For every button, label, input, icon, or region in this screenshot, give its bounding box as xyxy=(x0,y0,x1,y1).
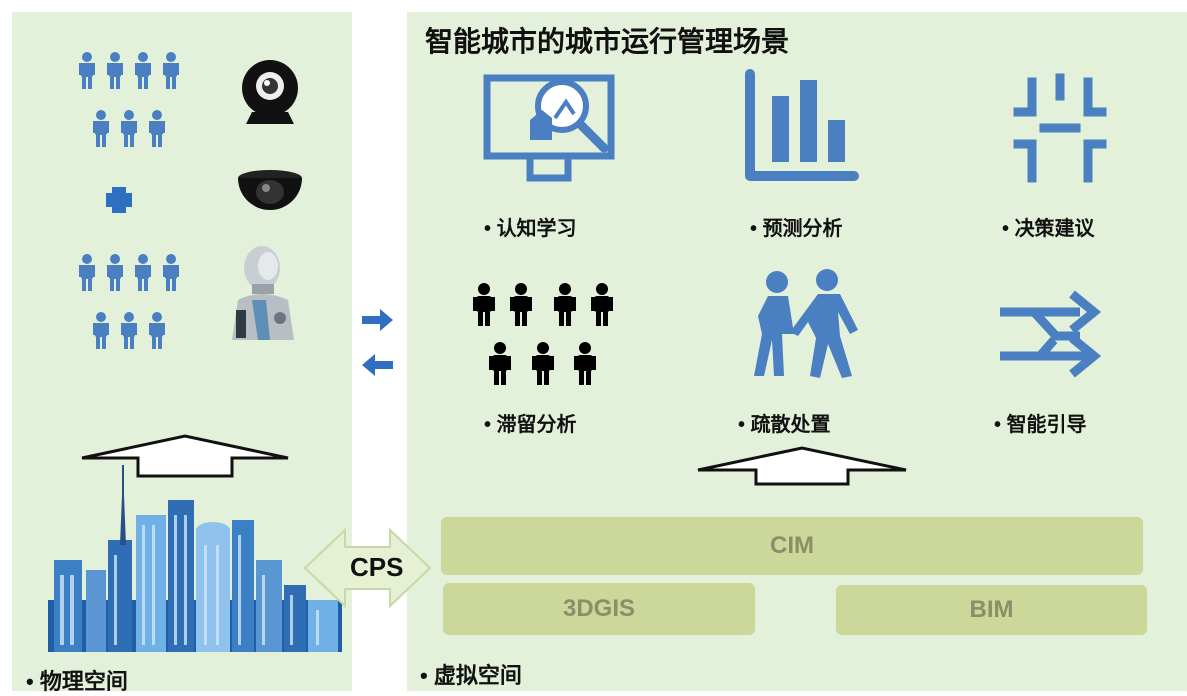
cim-label: CIM xyxy=(770,532,814,559)
redirect-arrows-icon xyxy=(1000,290,1102,378)
people-group-top-icon xyxy=(79,52,179,147)
people-group-bottom-icon xyxy=(79,254,179,349)
3dgis-label: 3DGIS xyxy=(562,595,636,622)
robot-icon xyxy=(232,246,294,340)
bar-chart-icon xyxy=(745,69,859,181)
function-label-detention-analysis: 滞留分析 xyxy=(484,408,577,437)
monitor-magnifier-icon xyxy=(483,74,615,182)
function-label-prediction-analysis: 预测分析 xyxy=(750,212,843,241)
bim-bar: BIM xyxy=(836,585,1147,635)
diagram-title: 智能城市的城市运行管理场景 xyxy=(425,26,790,57)
dome-camera-icon xyxy=(238,170,302,210)
physical-space-caption: 物理空间 xyxy=(26,664,128,696)
function-label-evacuation-handling: 疏散处置 xyxy=(738,408,831,437)
virtual-space-caption: 虚拟空间 xyxy=(420,658,522,690)
arrow-left-icon xyxy=(362,354,393,376)
up-arrow-left-icon xyxy=(81,434,289,478)
cim-bar: CIM xyxy=(441,517,1143,575)
function-label-cognitive-learning: 认知学习 xyxy=(484,212,577,241)
cps-double-arrow-icon xyxy=(303,527,432,609)
arrow-right-icon xyxy=(362,309,393,331)
people-crowd-icon xyxy=(473,283,613,385)
plus-icon xyxy=(106,187,132,213)
up-arrow-right-icon xyxy=(697,446,907,486)
3dgis-bar: 3DGIS xyxy=(443,583,755,635)
city-skyline-icon xyxy=(48,465,342,652)
function-label-decision-suggestion: 决策建议 xyxy=(1002,212,1095,241)
function-label-smart-guidance: 智能引导 xyxy=(994,408,1087,437)
decision-brackets-icon xyxy=(1013,73,1107,183)
cps-label: CPS xyxy=(350,552,404,582)
walking-people-icon xyxy=(754,269,858,378)
bim-label: BIM xyxy=(969,596,1014,623)
webcam-icon xyxy=(242,60,298,124)
